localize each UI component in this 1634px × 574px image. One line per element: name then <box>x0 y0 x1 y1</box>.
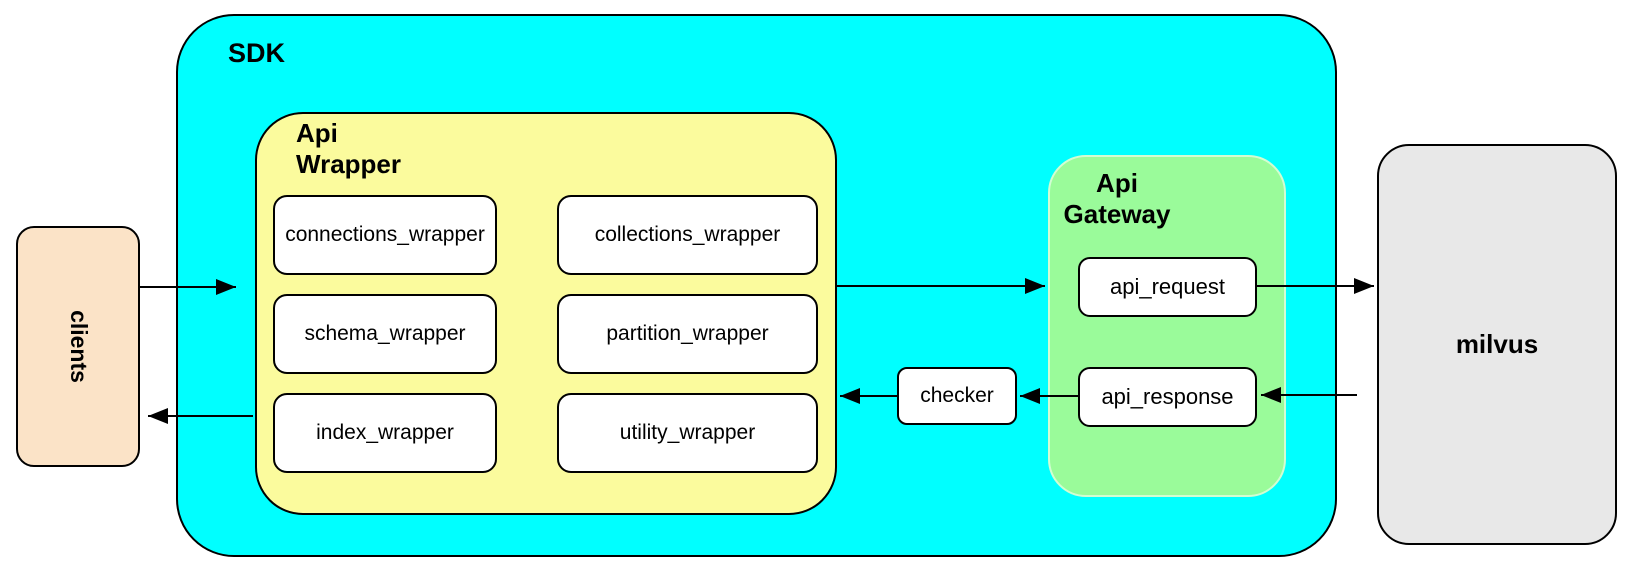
connections-wrapper-label: connections_wrapper <box>285 223 485 246</box>
schema-wrapper-label: schema_wrapper <box>304 322 466 345</box>
api-gateway-container <box>1048 155 1286 497</box>
node-schema-wrapper: schema_wrapper <box>273 294 497 374</box>
node-api-request: api_request <box>1078 257 1257 317</box>
api-wrapper-label: Api Wrapper <box>296 118 401 179</box>
node-api-response: api_response <box>1078 367 1257 427</box>
api-response-label: api_response <box>1101 384 1234 409</box>
node-utility-wrapper: utility_wrapper <box>557 393 818 473</box>
clients-label: clients <box>65 310 92 383</box>
api-gateway-label: Api Gateway <box>1063 168 1171 229</box>
sdk-label: SDK <box>228 38 286 68</box>
node-partition-wrapper: partition_wrapper <box>557 294 818 374</box>
node-index-wrapper: index_wrapper <box>273 393 497 473</box>
utility-wrapper-label: utility_wrapper <box>619 421 756 444</box>
partition-wrapper-label: partition_wrapper <box>606 322 769 345</box>
node-connections-wrapper: connections_wrapper <box>273 195 497 275</box>
index-wrapper-label: index_wrapper <box>316 421 454 444</box>
node-checker: checker <box>897 367 1017 425</box>
milvus-node: milvus <box>1377 144 1617 545</box>
node-collections-wrapper: collections_wrapper <box>557 195 818 275</box>
collections-wrapper-label: collections_wrapper <box>594 223 781 246</box>
milvus-label: milvus <box>1455 329 1539 359</box>
checker-label: checker <box>920 384 994 407</box>
clients-node: clients <box>16 226 140 467</box>
api-request-label: api_request <box>1110 274 1225 299</box>
